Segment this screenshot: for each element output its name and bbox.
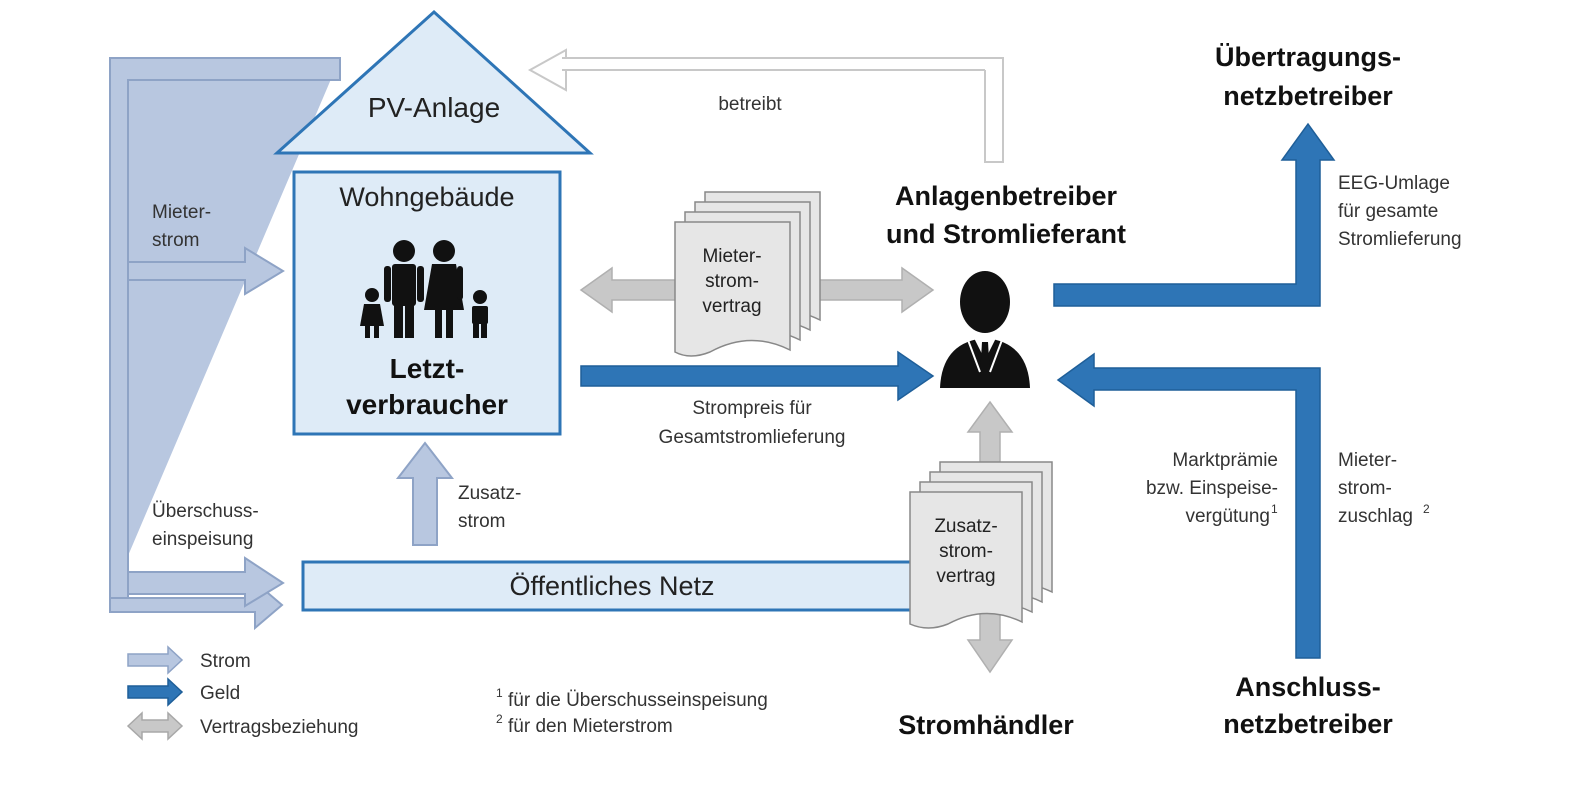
legend-geld-swatch (127, 677, 184, 707)
legend-vertrag-swatch (126, 711, 184, 741)
zusatzstrom-label-line2: strom (458, 511, 506, 532)
strompreis-label-line1: Strompreis für (692, 398, 812, 419)
eeg-umlage-label-line1: EEG-Umlage (1338, 173, 1450, 194)
marktpraemie-label-line3: vergütung (1185, 506, 1270, 527)
ueberschuss-arrow (127, 556, 285, 608)
mieterstromzuschlag-label-line2: strom- (1338, 478, 1392, 499)
legend-strom-label: Strom (200, 651, 251, 672)
footnotes: 1 für die Überschusseinspeisung 2 für de… (496, 686, 768, 737)
eeg-umlage-arrow (1053, 122, 1336, 307)
mieterstrom-label-line2: strom (152, 230, 200, 251)
zusatzstromvertrag-line1: Zusatz- (934, 516, 997, 537)
marktpraemie-label-line1: Marktprämie (1172, 450, 1278, 471)
zusatzstromvertrag-line3: vertrag (936, 566, 995, 587)
anschlussnetzbetreiber-line1: Anschluss- (1235, 672, 1381, 702)
footnote-2-mark: 2 (496, 712, 503, 726)
legend: Strom Geld Vertragsbeziehung (126, 645, 358, 741)
mieterstromzuschlag-label-line3: zuschlag (1338, 506, 1413, 527)
marktpraemie-footnote-mark: 1 (1271, 502, 1278, 516)
legend-geld-label: Geld (200, 683, 240, 704)
uebertragungsnetzbetreiber-line2: netzbetreiber (1223, 81, 1393, 111)
mieterstromvertrag-line3: vertrag (702, 296, 761, 317)
zusatzstromvertrag-line2: strom- (939, 541, 993, 562)
betreibt-arrow-fill (562, 58, 1002, 70)
strom-flow-group (109, 57, 455, 631)
legend-vertrag-label: Vertragsbeziehung (200, 717, 358, 738)
betreibt-label: betreibt (718, 94, 782, 115)
zusatzstrom-label-line1: Zusatz- (458, 483, 521, 504)
ueberschuss-label-line2: einspeisung (152, 529, 253, 550)
stromhaendler-label: Stromhändler (898, 710, 1074, 740)
footnote-1-mark: 1 (496, 686, 503, 700)
zusatzstromvertrag-document: Zusatz- strom- vertrag (909, 461, 1053, 629)
anlagenbetreiber-line1: Anlagenbetreiber (895, 181, 1118, 211)
mieterstrom-label-line1: Mieter- (152, 202, 211, 223)
mieterstromvertrag-document: Mieter- strom- vertrag (674, 191, 821, 357)
letztverbraucher-line2: verbraucher (346, 389, 508, 420)
eeg-umlage-label-line2: für gesamte (1338, 201, 1438, 222)
legend-strom-swatch (127, 645, 184, 675)
betreibt-arrow-head (527, 48, 567, 92)
letztverbraucher-line1: Letzt- (390, 353, 465, 384)
strompreis-label-line2: Gesamtstromlieferung (659, 427, 846, 448)
zusatzstrom-arrow (395, 441, 455, 546)
mieterstrom-arrow (127, 246, 285, 296)
oeffentliches-netz-label: Öffentliches Netz (509, 571, 714, 601)
mieterstromvertrag-line1: Mieter- (702, 246, 761, 267)
marktpraemie-arrow (1056, 352, 1321, 659)
mieterstromvertrag-line2: strom- (705, 271, 759, 292)
ueberschuss-label-line1: Überschuss- (152, 501, 259, 522)
marktpraemie-label-line2: bzw. Einspeise- (1146, 478, 1278, 499)
footnote-1-text: für die Überschusseinspeisung (508, 690, 768, 711)
wohngebaeude-label: Wohngebäude (339, 182, 514, 212)
strom-loop-main (109, 57, 341, 599)
mieterstromzuschlag-label-line1: Mieter- (1338, 450, 1397, 471)
pv-anlage-label: PV-Anlage (368, 92, 500, 123)
family-icon (360, 240, 488, 338)
strompreis-arrow (580, 350, 935, 402)
uebertragungsnetzbetreiber-line1: Übertragungs- (1215, 42, 1401, 72)
anlagenbetreiber-line2: und Stromlieferant (886, 219, 1126, 249)
footnote-2-text: für den Mieterstrom (508, 716, 673, 737)
pv-anlage-roof (273, 9, 594, 155)
mieterstromzuschlag-footnote-mark: 2 (1423, 502, 1430, 516)
anschlussnetzbetreiber-line2: netzbetreiber (1223, 709, 1393, 739)
eeg-umlage-label-line3: Stromlieferung (1338, 229, 1462, 250)
businessman-icon (940, 271, 1030, 388)
